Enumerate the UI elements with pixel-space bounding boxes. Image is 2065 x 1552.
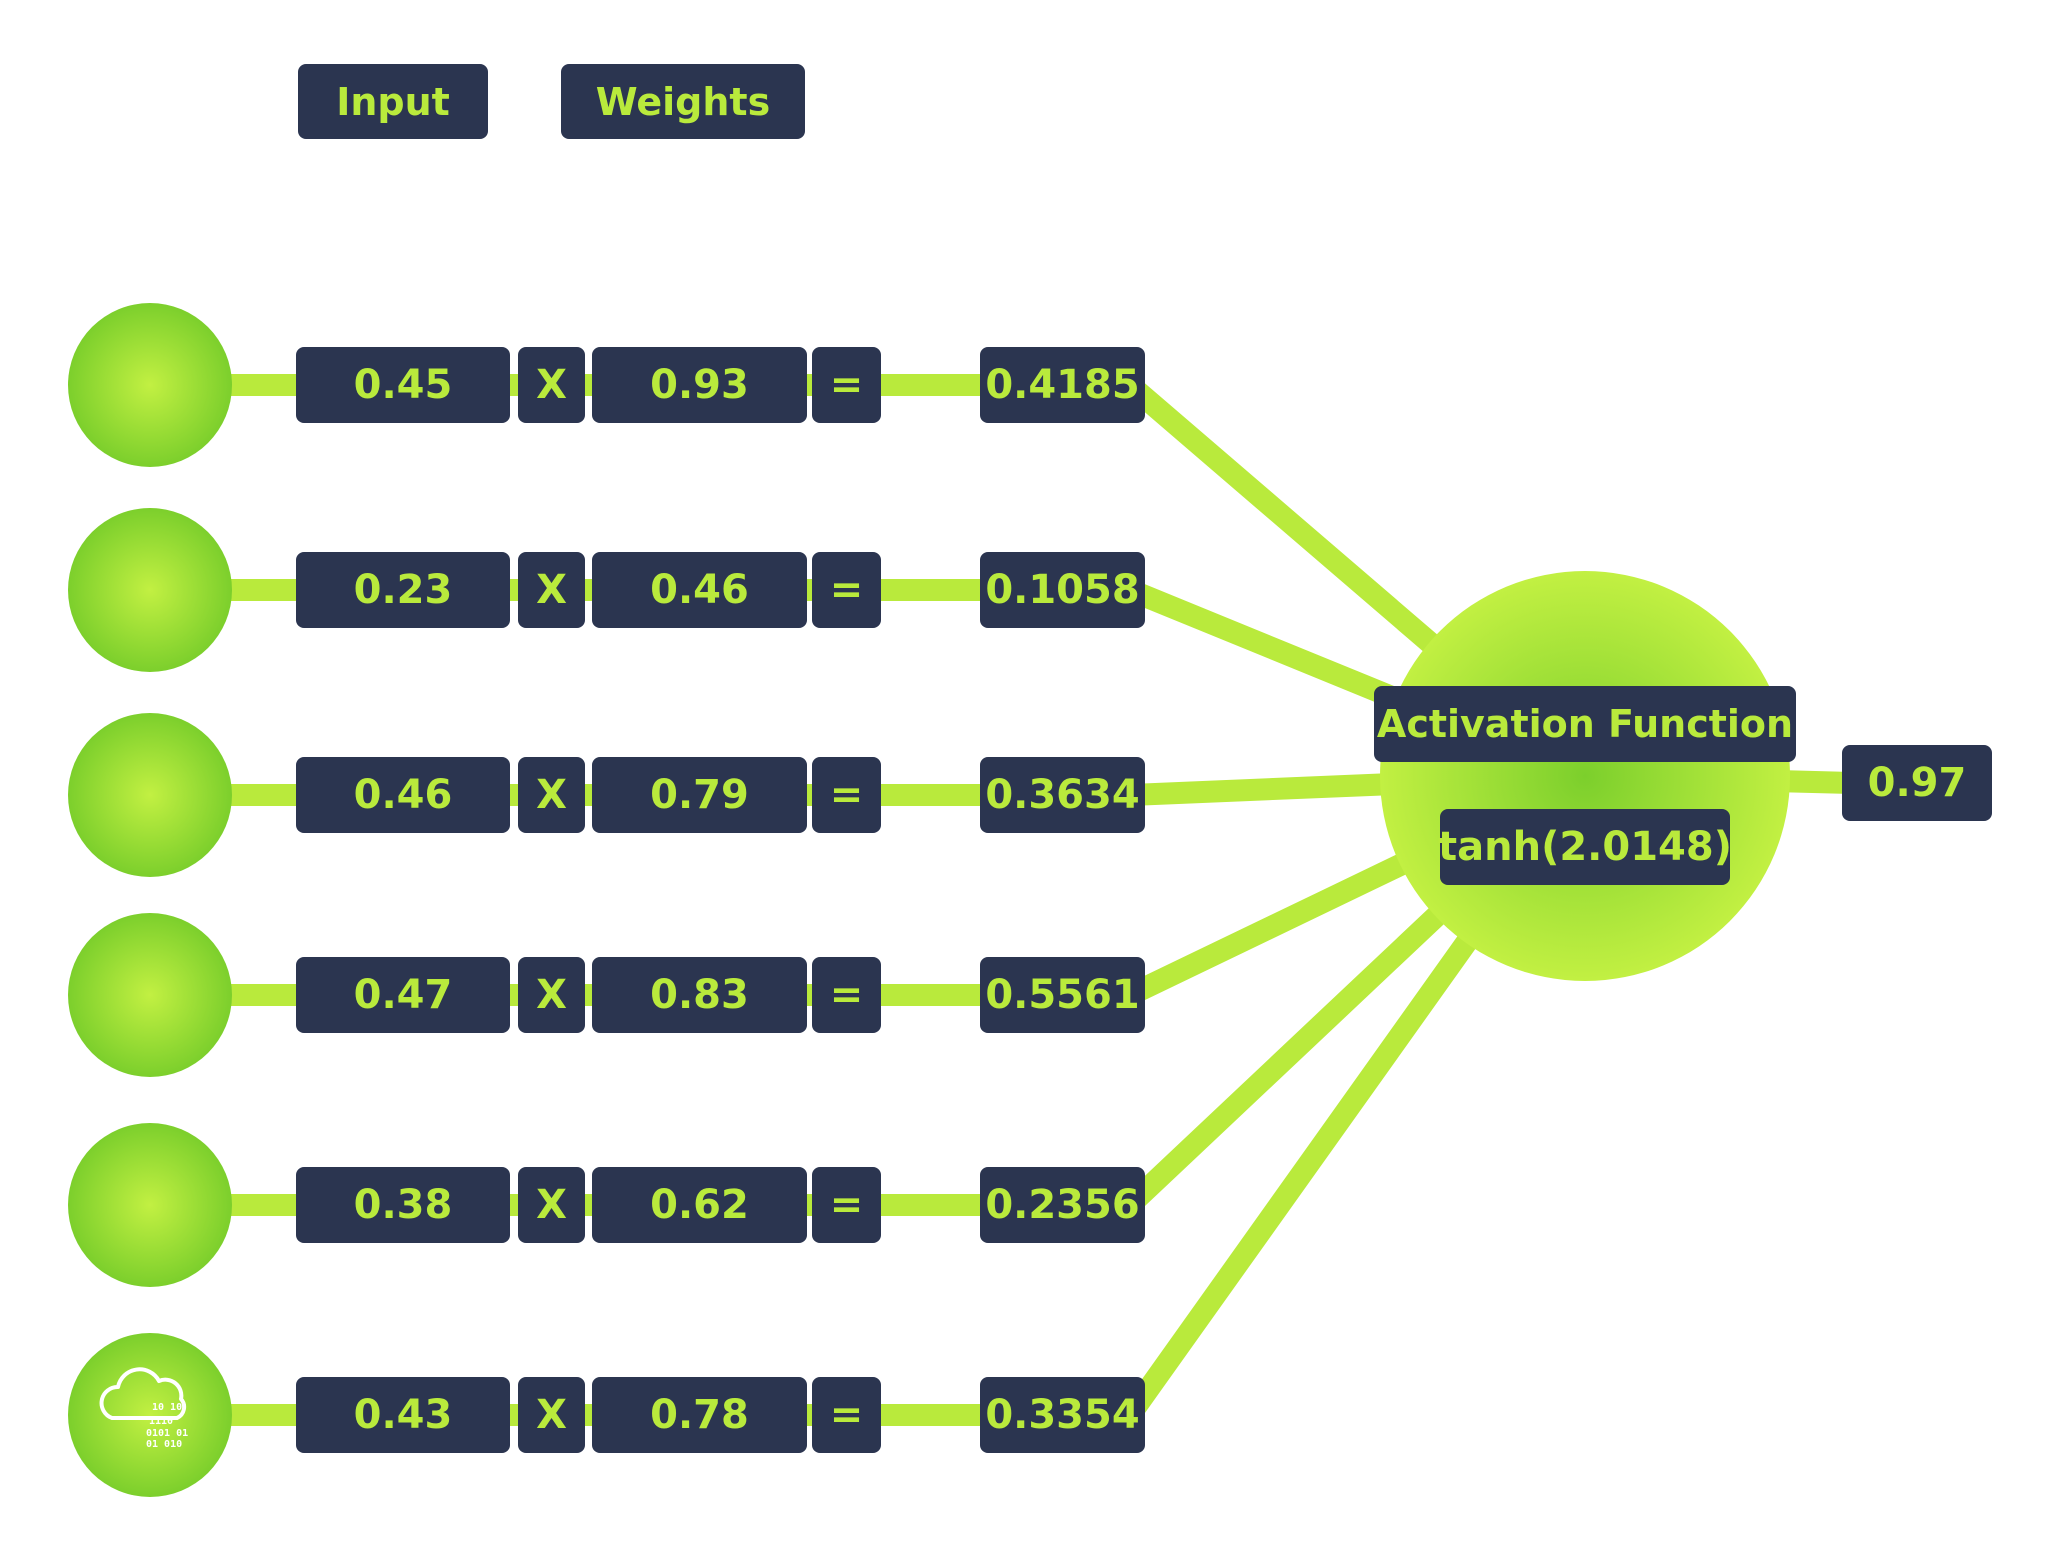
- weight-value-box: 0.46: [592, 552, 807, 628]
- equals-sign: =: [812, 552, 881, 628]
- multiply-sign: X: [518, 1377, 585, 1453]
- input-value-box: 0.23: [296, 552, 510, 628]
- equals-sign-value: =: [830, 362, 864, 408]
- input-row: 0.47 X 0.83 = 0.5561: [68, 913, 1145, 1077]
- input-value-box: 0.43: [296, 1377, 510, 1453]
- product-value-box-value: 0.1058: [985, 567, 1139, 613]
- equals-sign-value: =: [830, 972, 864, 1018]
- product-value-box: 0.3354: [980, 1377, 1145, 1453]
- weights-header-label: Weights: [596, 80, 770, 124]
- equals-sign: =: [812, 757, 881, 833]
- weight-value-box-value: 0.93: [650, 362, 749, 408]
- input-node: [68, 508, 232, 672]
- weights-header: Weights: [561, 64, 805, 139]
- svg-text:10 10: 10 10: [152, 1402, 182, 1413]
- input-value-box: 0.38: [296, 1167, 510, 1243]
- equals-sign: =: [812, 1167, 881, 1243]
- multiply-sign-value: X: [536, 972, 567, 1018]
- weight-value-box: 0.83: [592, 957, 807, 1033]
- product-value-box: 0.5561: [980, 957, 1145, 1033]
- input-value-box-value: 0.47: [354, 972, 453, 1018]
- weight-value-box-value: 0.78: [650, 1392, 749, 1438]
- multiply-sign: X: [518, 1167, 585, 1243]
- weight-value-box-value: 0.62: [650, 1182, 749, 1228]
- weight-value-box-value: 0.83: [650, 972, 749, 1018]
- activation-title-box: Activation Function: [1374, 686, 1796, 762]
- product-value-box: 0.4185: [980, 347, 1145, 423]
- input-row: 0.46 X 0.79 = 0.3634: [68, 713, 1145, 877]
- input-value-box: 0.47: [296, 957, 510, 1033]
- input-header: Input: [298, 64, 488, 139]
- input-value-box-value: 0.38: [354, 1182, 453, 1228]
- multiply-sign-value: X: [536, 1392, 567, 1438]
- input-value-box-value: 0.43: [354, 1392, 453, 1438]
- equals-sign-value: =: [830, 1392, 864, 1438]
- product-value-box: 0.3634: [980, 757, 1145, 833]
- equals-sign-value: =: [830, 772, 864, 818]
- product-value-box-value: 0.2356: [985, 1182, 1139, 1228]
- product-value-box-value: 0.5561: [985, 972, 1139, 1018]
- output-box: 0.97: [1842, 745, 1992, 821]
- svg-text:1110: 1110: [149, 1416, 173, 1427]
- multiply-sign: X: [518, 347, 585, 423]
- input-header-label: Input: [336, 80, 450, 124]
- activation-node: [1380, 571, 1790, 981]
- product-value-box: 0.1058: [980, 552, 1145, 628]
- input-value-box: 0.45: [296, 347, 510, 423]
- weight-value-box: 0.78: [592, 1377, 807, 1453]
- weight-value-box: 0.62: [592, 1167, 807, 1243]
- equals-sign: =: [812, 957, 881, 1033]
- equals-sign: =: [812, 1377, 881, 1453]
- equals-sign-value: =: [830, 1182, 864, 1228]
- multiply-sign: X: [518, 757, 585, 833]
- multiply-sign-value: X: [536, 1182, 567, 1228]
- multiply-sign-value: X: [536, 772, 567, 818]
- input-value-box-value: 0.23: [354, 567, 453, 613]
- input-node-with-icon: [68, 1333, 232, 1497]
- output-value: 0.97: [1868, 760, 1967, 806]
- equals-sign: =: [812, 347, 881, 423]
- weight-value-box-value: 0.79: [650, 772, 749, 818]
- input-value-box: 0.46: [296, 757, 510, 833]
- multiply-sign-value: X: [536, 567, 567, 613]
- input-value-box-value: 0.46: [354, 772, 453, 818]
- equals-sign-value: =: [830, 567, 864, 613]
- multiply-sign: X: [518, 957, 585, 1033]
- input-row: 0.38 X 0.62 = 0.2356: [68, 1123, 1145, 1287]
- input-node: [68, 303, 232, 467]
- input-node: [68, 713, 232, 877]
- multiply-sign-value: X: [536, 362, 567, 408]
- input-value-box-value: 0.45: [354, 362, 453, 408]
- product-value-box-value: 0.3634: [985, 772, 1139, 818]
- activation-formula-box: tanh(2.0148): [1438, 809, 1732, 885]
- svg-text:01 010: 01 010: [146, 1439, 182, 1450]
- activation-title: Activation Function: [1377, 702, 1793, 746]
- product-value-box-value: 0.3354: [985, 1392, 1139, 1438]
- product-value-box: 0.2356: [980, 1167, 1145, 1243]
- activation-formula: tanh(2.0148): [1438, 824, 1732, 870]
- weight-value-box-value: 0.46: [650, 567, 749, 613]
- multiply-sign: X: [518, 552, 585, 628]
- weight-value-box: 0.93: [592, 347, 807, 423]
- input-node: [68, 913, 232, 1077]
- weight-value-box: 0.79: [592, 757, 807, 833]
- input-node: [68, 1123, 232, 1287]
- svg-text:0101 01: 0101 01: [146, 1428, 188, 1439]
- input-row: 0.23 X 0.46 = 0.1058: [68, 508, 1145, 672]
- product-value-box-value: 0.4185: [985, 362, 1139, 408]
- input-row: 0.45 X 0.93 = 0.4185: [68, 303, 1145, 467]
